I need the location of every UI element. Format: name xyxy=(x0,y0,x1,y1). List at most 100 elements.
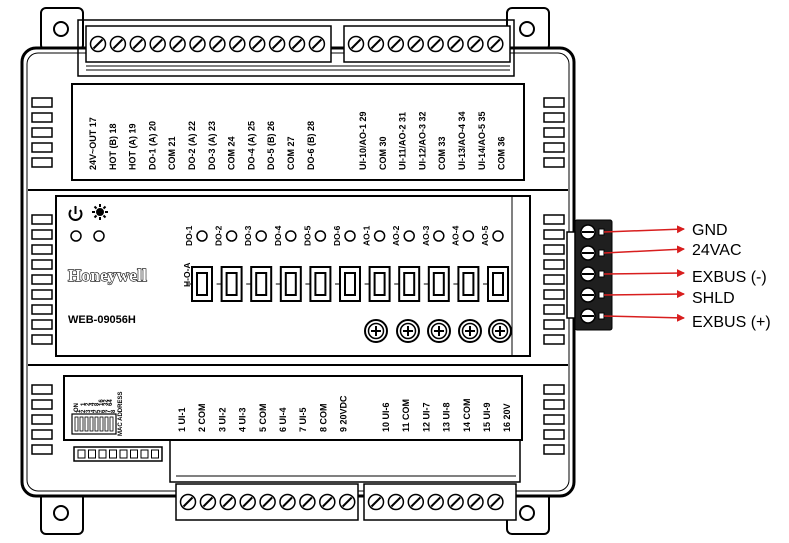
terminal-screw xyxy=(427,35,444,53)
connector-latch xyxy=(566,231,576,319)
vent-slot xyxy=(31,444,53,455)
connector-port xyxy=(598,228,605,236)
output-led xyxy=(225,230,238,242)
address-button[interactable] xyxy=(119,449,128,459)
output-led xyxy=(433,230,445,242)
vent-slot xyxy=(543,319,565,330)
output-led xyxy=(403,230,415,242)
bottom-terminal-label: 13 UI-8 xyxy=(442,402,452,432)
bottom-terminal-label: 15 UI-9 xyxy=(482,402,492,432)
dip-switch-lever[interactable] xyxy=(74,416,79,432)
hoa-switch[interactable] xyxy=(187,266,213,302)
potentiometer-knob[interactable] xyxy=(427,319,451,343)
dip-switch-lever[interactable] xyxy=(79,416,84,432)
dip-switch-lever[interactable] xyxy=(89,416,94,432)
vent-slot xyxy=(31,259,53,270)
terminal-screw xyxy=(467,493,484,511)
terminal-screw xyxy=(89,35,107,53)
dip-switch-lever[interactable] xyxy=(109,416,114,432)
address-button[interactable] xyxy=(140,449,149,459)
terminal-screw xyxy=(487,493,504,511)
connector-label: GND xyxy=(692,222,728,239)
connector-screw xyxy=(580,266,605,282)
vent-slot xyxy=(543,112,565,123)
top-terminal-label: UI-12/AO-3 32 xyxy=(417,111,427,170)
terminal-screw xyxy=(239,493,256,511)
terminal-screw xyxy=(347,35,365,53)
dip-switch-lever[interactable] xyxy=(104,416,109,432)
terminal-screw xyxy=(209,35,226,53)
connector-screw xyxy=(580,287,605,303)
side-vents xyxy=(31,97,565,455)
dip-value-label: 64 xyxy=(108,399,114,406)
hoa-switch[interactable] xyxy=(275,266,302,302)
top-terminal-label: UI-13/AO-4 34 xyxy=(457,111,467,170)
potentiometer-knob[interactable] xyxy=(488,319,512,343)
dip-switch-lever[interactable] xyxy=(84,416,89,432)
hoa-switch[interactable] xyxy=(335,266,361,302)
potentiometer-knob[interactable] xyxy=(364,319,388,343)
bottom-terminal-label: 8 COM xyxy=(318,403,328,432)
output-led xyxy=(196,230,208,242)
address-button[interactable] xyxy=(151,449,159,459)
vent-slot xyxy=(31,127,53,138)
terminal-screw xyxy=(248,35,266,53)
top-terminal-label: HOT (B) 18 xyxy=(108,123,118,170)
address-button[interactable] xyxy=(109,449,117,459)
output-label: DO-4 xyxy=(273,225,283,246)
brand-logo: Honeywell xyxy=(68,266,147,285)
terminal-screw xyxy=(387,35,405,53)
bottom-terminal-label: 5 COM xyxy=(258,403,268,432)
hoa-switch[interactable] xyxy=(453,266,480,302)
potentiometer-knob[interactable] xyxy=(396,319,420,343)
potentiometer-knob[interactable] xyxy=(458,319,482,343)
dip-switch-lever[interactable] xyxy=(94,416,99,432)
hoa-switch[interactable] xyxy=(216,266,243,302)
vent-slot xyxy=(543,214,565,225)
output-label: DO-3 xyxy=(243,225,253,246)
top-terminal-label: 24V~OUT 17 xyxy=(88,117,98,170)
dip-switch-lever[interactable] xyxy=(99,416,104,432)
vent-slot xyxy=(543,244,565,255)
hoa-switch[interactable] xyxy=(483,266,509,302)
output-label: AO-2 xyxy=(391,225,401,246)
output-led xyxy=(344,230,356,242)
terminal-screw xyxy=(447,35,464,53)
vent-slot xyxy=(31,244,53,255)
address-button[interactable] xyxy=(77,449,86,459)
mounting-tabs xyxy=(40,7,550,535)
terminal-screw xyxy=(338,493,356,511)
bottom-terminal-frame xyxy=(169,439,521,483)
bottom-terminal-label: 2 COM xyxy=(197,403,207,432)
output-led xyxy=(285,230,297,242)
hoa-switch[interactable] xyxy=(364,266,391,302)
hoa-switch[interactable] xyxy=(423,266,450,302)
vent-slot xyxy=(31,399,53,410)
vent-slot xyxy=(31,214,53,225)
top-terminal-label: DO-3 (A) 23 xyxy=(207,121,217,170)
vent-slot xyxy=(543,259,565,270)
dip-number-label: 4 xyxy=(91,409,97,413)
vent-slot xyxy=(31,229,53,240)
terminal-screw xyxy=(268,35,286,53)
dip-value-label: 32 xyxy=(104,399,110,406)
bottom-label-panel xyxy=(63,375,523,441)
callout-arrow xyxy=(603,313,685,322)
hoa-switch[interactable] xyxy=(246,266,273,302)
dip-number-label: 1 xyxy=(76,409,82,413)
address-button[interactable] xyxy=(98,449,107,459)
dip-number-label: 6 xyxy=(101,409,107,413)
address-button[interactable] xyxy=(130,449,138,459)
hoa-switch[interactable] xyxy=(305,266,332,302)
hoa-switch[interactable] xyxy=(394,266,421,302)
dip-value-label: 2 xyxy=(86,402,92,406)
vent-slot xyxy=(543,414,565,425)
terminal-screw xyxy=(407,35,424,53)
top-terminal-label: COM 27 xyxy=(286,136,296,170)
bottom-terminal-label: 14 COM xyxy=(462,398,472,432)
address-button[interactable] xyxy=(88,449,96,459)
top-terminal-label: DO-5 (B) 26 xyxy=(266,121,276,170)
top-terminal-label: DO-6 (B) 28 xyxy=(306,121,316,170)
